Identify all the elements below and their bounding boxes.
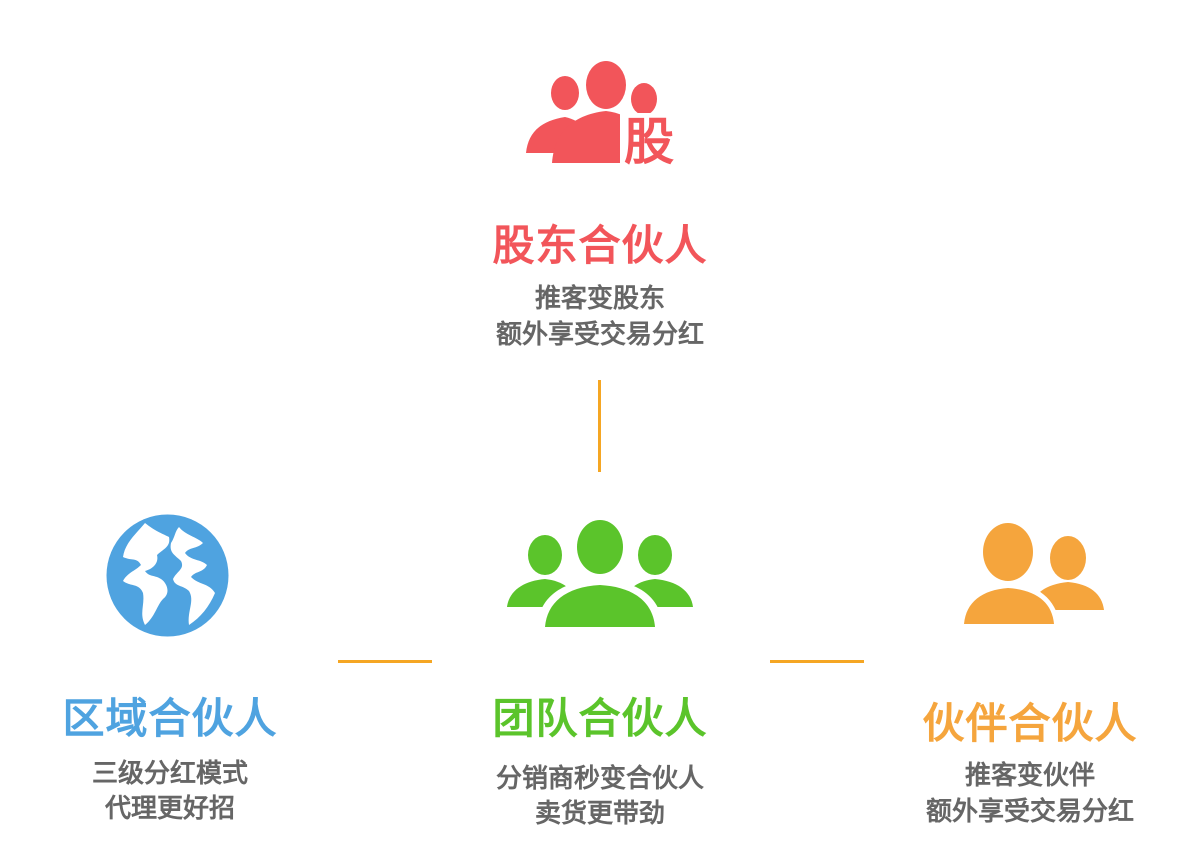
region-desc-line-1: 三级分红模式 [91, 759, 248, 789]
region-desc-line-2: 代理更好招 [104, 794, 235, 824]
connector-vertical [598, 380, 601, 472]
companion-partner-node: 伙伴合伙人 推客变伙伴 额外享受交易分红 [880, 505, 1180, 835]
shareholder-badge: 股 [624, 113, 674, 165]
globe-icon [105, 513, 230, 638]
shareholder-desc-line-2: 额外享受交易分红 [495, 320, 704, 350]
shareholder-title: 股东合伙人 [492, 221, 708, 270]
partner-pair-icon [960, 518, 1105, 630]
region-partner-node: 区域合伙人 三级分红模式 代理更好招 [20, 505, 320, 835]
team-group-icon [505, 515, 695, 627]
companion-desc-line-1: 推客变伙伴 [964, 761, 1095, 791]
team-desc-line-2: 卖货更带劲 [534, 799, 665, 829]
companion-desc-line-2: 额外享受交易分红 [925, 797, 1134, 827]
shareholder-group-icon: 股 [520, 55, 680, 171]
team-desc-line-1: 分销商秒变合伙人 [495, 764, 704, 794]
shareholder-desc-line-1: 推客变股东 [534, 284, 665, 314]
companion-title: 伙伴合伙人 [922, 699, 1138, 748]
team-partner-node: 团队合伙人 分销商秒变合伙人 卖货更带劲 [450, 505, 750, 835]
connector-right [770, 660, 864, 663]
connector-left [338, 660, 432, 663]
region-title: 区域合伙人 [62, 694, 278, 743]
team-title: 团队合伙人 [492, 694, 708, 743]
shareholder-partner-node: 股 股东合伙人 推客变股东 额外享受交易分红 [400, 40, 800, 360]
